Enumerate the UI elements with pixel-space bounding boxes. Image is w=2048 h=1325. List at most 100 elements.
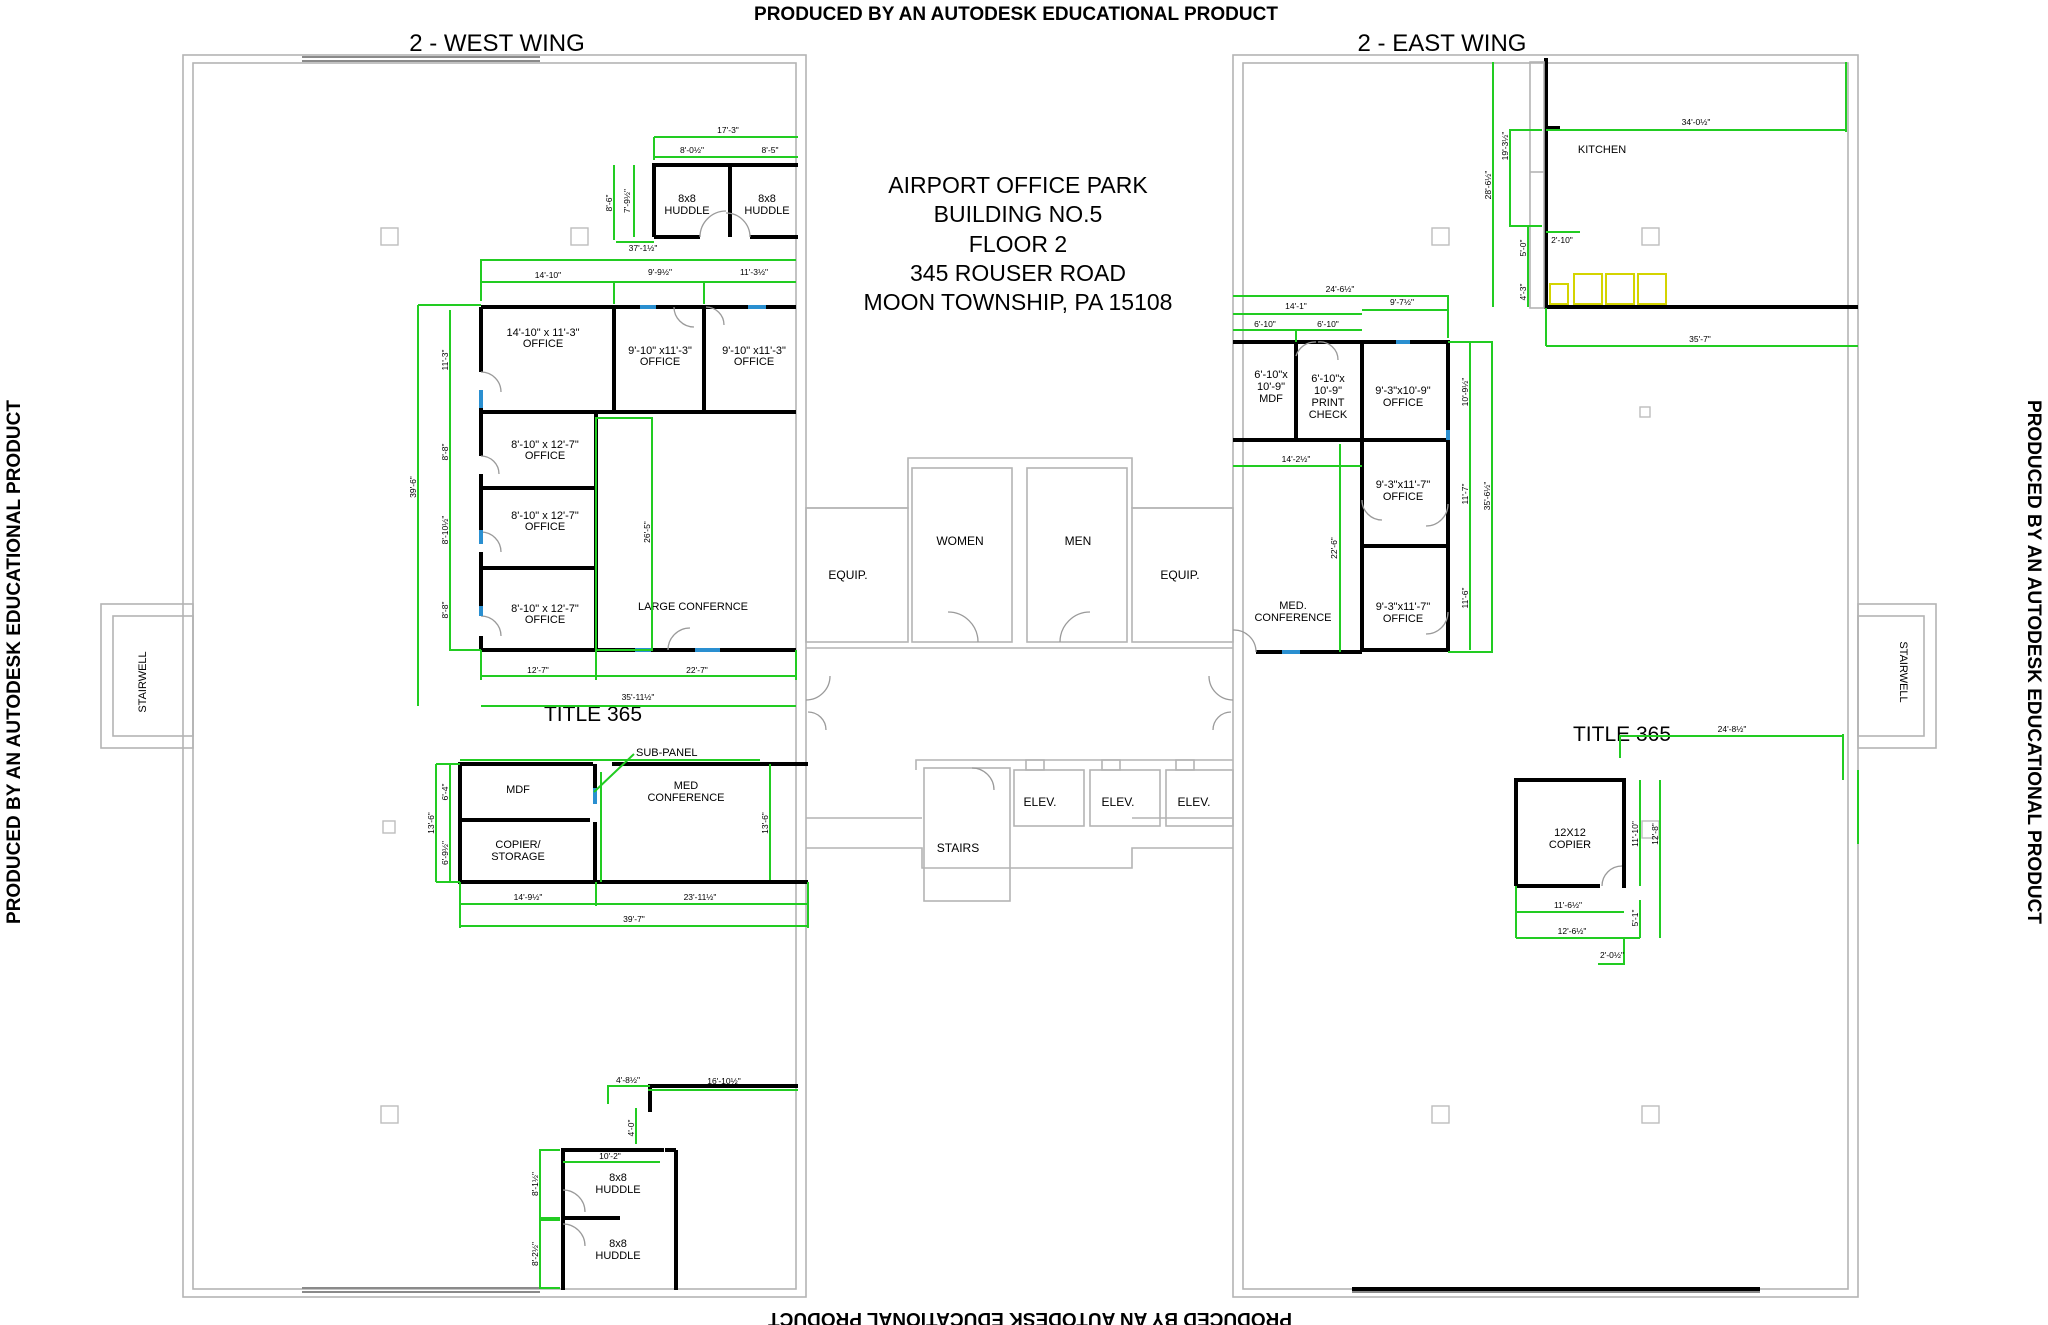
office-label: 8'-10" x 12'-7"	[511, 439, 579, 451]
med-conference-label: CONFERENCE	[647, 792, 724, 804]
east-office-dims: 24'-6½" 14'-1" 9'-7½" 6'-10" 6'-10" 14'-…	[1233, 284, 1493, 653]
office-label: 9'-10" x11'-3"	[628, 345, 692, 357]
west-dims-top: 17'-3" 8'-0½" 8'-5" 8'-6" 7'-9½" 37'-1½"	[604, 125, 798, 253]
huddle-label: 8x8	[609, 1238, 627, 1250]
dim-label: 6'-9½"	[440, 841, 450, 865]
huddle-label: HUDDLE	[595, 1250, 640, 1262]
dim-label: 14'-2½"	[1282, 454, 1311, 464]
dim-label: 11'-10"	[1630, 821, 1640, 847]
elevator-label: ELEV.	[1178, 795, 1211, 809]
dim-label: 8'-8"	[440, 602, 450, 619]
dim-label: 28'-6½"	[1483, 171, 1493, 200]
dim-label: 13'-6"	[426, 812, 436, 834]
huddle-label: HUDDLE	[664, 205, 709, 217]
elevator-label: ELEV.	[1102, 795, 1135, 809]
huddle-label: 8x8	[609, 1172, 627, 1184]
med-conference-label: MED.	[1279, 600, 1307, 612]
core-elevators-stairs: ELEV. ELEV. ELEV. STAIRS	[915, 759, 1234, 902]
dim-label: 12'-6½"	[1558, 926, 1587, 936]
dim-label: 6'-10"	[1254, 319, 1276, 329]
med-conference-label: MED	[674, 780, 699, 792]
mdf-label: 6'-10"x	[1254, 369, 1288, 381]
women-label: WOMEN	[936, 534, 983, 548]
mdf-label: 10'-9"	[1257, 381, 1285, 393]
mdf-label: MDF	[1259, 393, 1283, 405]
dim-label: 8'-2½"	[530, 1242, 540, 1266]
west-wing-title: 2 - WEST WING	[409, 30, 585, 57]
dim-label: 39'-7"	[623, 914, 645, 924]
west-huddle-rooms-bottom: 8x8 HUDDLE 8x8 HUDDLE	[561, 1084, 798, 1290]
dim-label: 14'-9½"	[514, 892, 543, 902]
dim-label: 23'-11½"	[684, 892, 717, 902]
watermark-left: PRODUCED BY AN AUTODESK EDUCATIONAL PROD…	[4, 400, 25, 924]
dim-label: 11'-3½"	[740, 267, 768, 277]
print-check-label: PRINT	[1312, 397, 1345, 409]
office-label: OFFICE	[1383, 397, 1423, 409]
address-line-3: FLOOR 2	[969, 231, 1067, 257]
dim-label: 35'-7"	[1689, 334, 1711, 344]
dim-label: 14'-10"	[535, 270, 561, 280]
dim-label: 35'-11½"	[622, 692, 655, 702]
west-office-block: 14'-10" x 11'-3" OFFICE 9'-10" x11'-3" O…	[479, 305, 796, 652]
huddle-label: HUDDLE	[595, 1184, 640, 1196]
office-label: OFFICE	[1383, 613, 1423, 625]
address-line-2: BUILDING NO.5	[934, 201, 1103, 227]
dim-label: 19'-3½"	[1500, 132, 1510, 161]
west-mdf-conference-block: MDF COPIER/ STORAGE MED CONFERENCE SUB-P…	[458, 747, 808, 884]
dim-label: 4'-0"	[626, 1120, 636, 1137]
dim-label: 11'-6"	[1460, 587, 1470, 608]
building-outline	[100, 54, 1937, 1298]
west-huddle-bottom-dims: 4'-8½" 16'-10½" 4'-0" 10'-2" 8'-1½" 8'-2…	[530, 1075, 798, 1289]
copier-label: 12X12	[1554, 827, 1586, 839]
dim-label: 22'-6"	[1329, 537, 1339, 559]
print-check-label: 10'-9"	[1314, 385, 1342, 397]
office-label: OFFICE	[525, 614, 565, 626]
east-kitchen: KITCHEN	[1529, 58, 1858, 309]
dim-label: 24'-6½"	[1326, 284, 1355, 294]
copier-label: COPIER	[1549, 839, 1591, 851]
dim-label: 37'-1½"	[629, 243, 658, 253]
large-conference-label: LARGE CONFERNCE	[638, 601, 748, 613]
copier-storage-label: STORAGE	[491, 851, 545, 863]
dim-label: 34'-0½"	[1682, 117, 1711, 127]
west-mdf-dims: 6'-4" 13'-6" 6'-9½" 13'-6" 14'-9½" 23'-1…	[426, 759, 809, 928]
dim-label: 16'-10½"	[707, 1076, 740, 1086]
print-check-label: 6'-10"x	[1311, 373, 1345, 385]
address-line-1: AIRPORT OFFICE PARK	[888, 172, 1148, 198]
office-label: OFFICE	[1383, 491, 1423, 503]
stairwell-east-label: STAIRWELL	[1897, 641, 1909, 702]
watermark-bottom: PRODUCED BY AN AUTODESK EDUCATIONAL PROD…	[768, 1308, 1292, 1325]
dim-label: 8'-0½"	[680, 145, 704, 155]
dim-label: 10'-9½"	[1460, 378, 1470, 407]
dim-label: 22'-7"	[686, 665, 708, 675]
elevator-label: ELEV.	[1024, 795, 1057, 809]
office-label: 8'-10" x 12'-7"	[511, 510, 579, 522]
sub-panel-label: SUB-PANEL	[636, 747, 698, 759]
mdf-label: MDF	[506, 784, 530, 796]
watermark-top: PRODUCED BY AN AUTODESK EDUCATIONAL PROD…	[754, 4, 1278, 25]
dim-label: 24'-8½"	[1718, 724, 1747, 734]
dim-label: 8'-5"	[762, 145, 779, 155]
dim-label: 8'-8"	[440, 444, 450, 461]
dim-label: 14'-1"	[1285, 301, 1307, 311]
dim-label: 9'-7½"	[1390, 297, 1414, 307]
dim-label: 9'-9½"	[648, 267, 672, 277]
dim-label: 8'-6"	[604, 195, 614, 212]
west-office-dims: 14'-10" 9'-9½" 11'-3½" 39'-6" 11'-3" 8'-…	[408, 259, 797, 707]
equip-label: EQUIP.	[1160, 568, 1199, 582]
dim-label: 12'-7"	[527, 665, 549, 675]
office-label: 14'-10" x 11'-3"	[507, 327, 580, 339]
office-label: OFFICE	[525, 450, 565, 462]
copier-storage-label: COPIER/	[495, 839, 541, 851]
med-conference-label: CONFERENCE	[1254, 612, 1331, 624]
huddle-label: HUDDLE	[744, 205, 789, 217]
office-label: 9'-3"x11'-7"	[1376, 479, 1431, 491]
dim-label: 17'-3"	[717, 125, 739, 135]
huddle-label: 8x8	[758, 193, 776, 205]
office-label: OFFICE	[523, 338, 563, 350]
men-label: MEN	[1065, 534, 1092, 548]
dim-label: 6'-4"	[440, 784, 450, 801]
office-label: 9'-10" x11'-3"	[722, 345, 786, 357]
east-wing-title: 2 - EAST WING	[1358, 30, 1527, 57]
